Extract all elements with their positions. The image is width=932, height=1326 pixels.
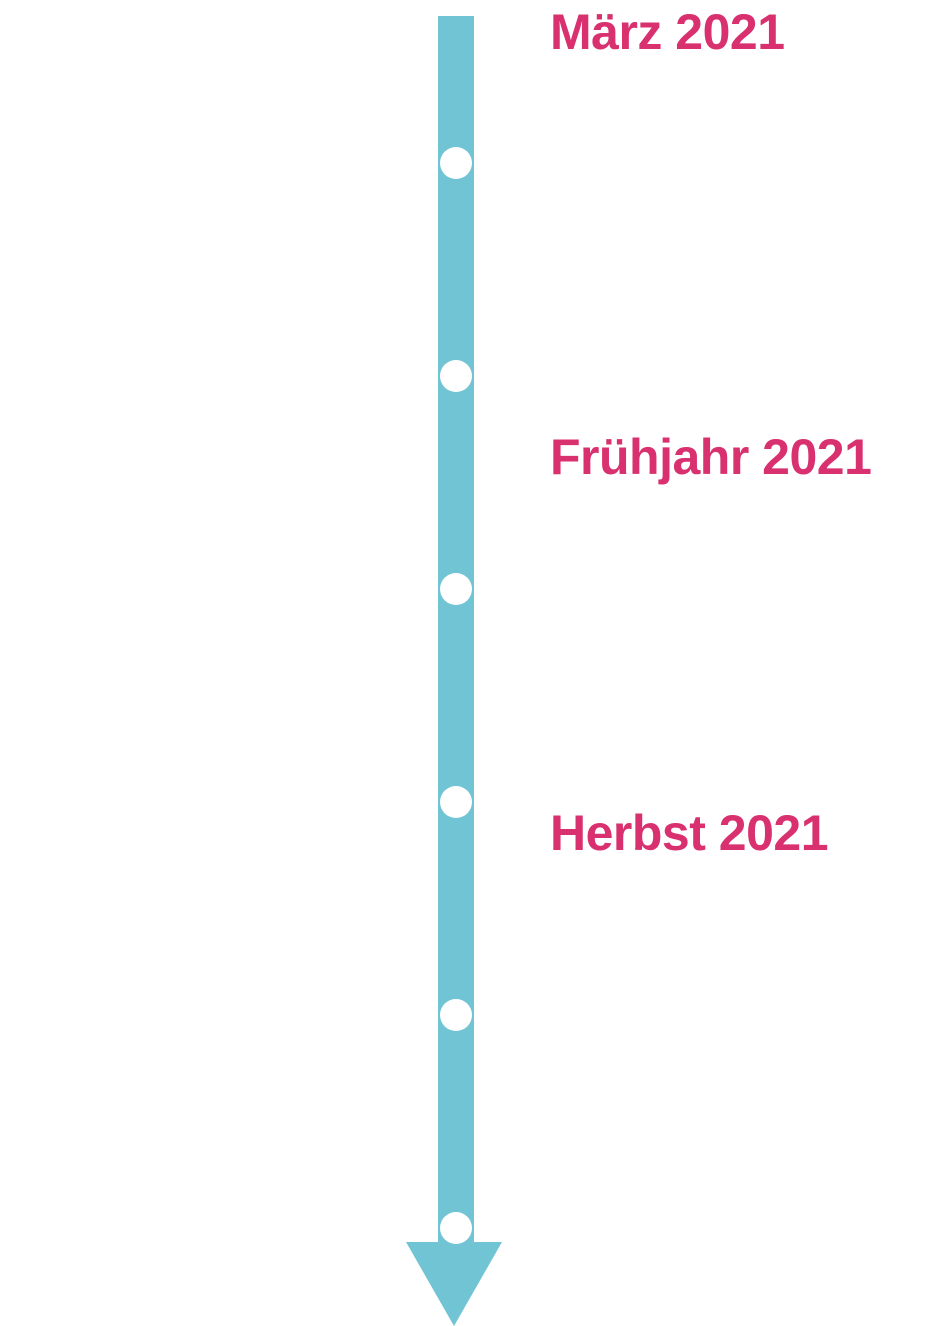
timeline-arrowhead-icon — [406, 1242, 502, 1326]
timeline-line — [438, 16, 474, 1248]
timeline-dot — [440, 360, 472, 392]
timeline-dot — [440, 573, 472, 605]
timeline-dots — [440, 147, 472, 1244]
timeline-dot — [440, 999, 472, 1031]
timeline-dot — [440, 786, 472, 818]
timeline-dot — [440, 147, 472, 179]
milestone-label-maerz-2021: März 2021 — [550, 4, 785, 60]
timeline-dot — [440, 1212, 472, 1244]
milestone-label-fruehjahr-2021: Frühjahr 2021 — [550, 429, 872, 485]
milestone-label-herbst-2021: Herbst 2021 — [550, 805, 829, 861]
